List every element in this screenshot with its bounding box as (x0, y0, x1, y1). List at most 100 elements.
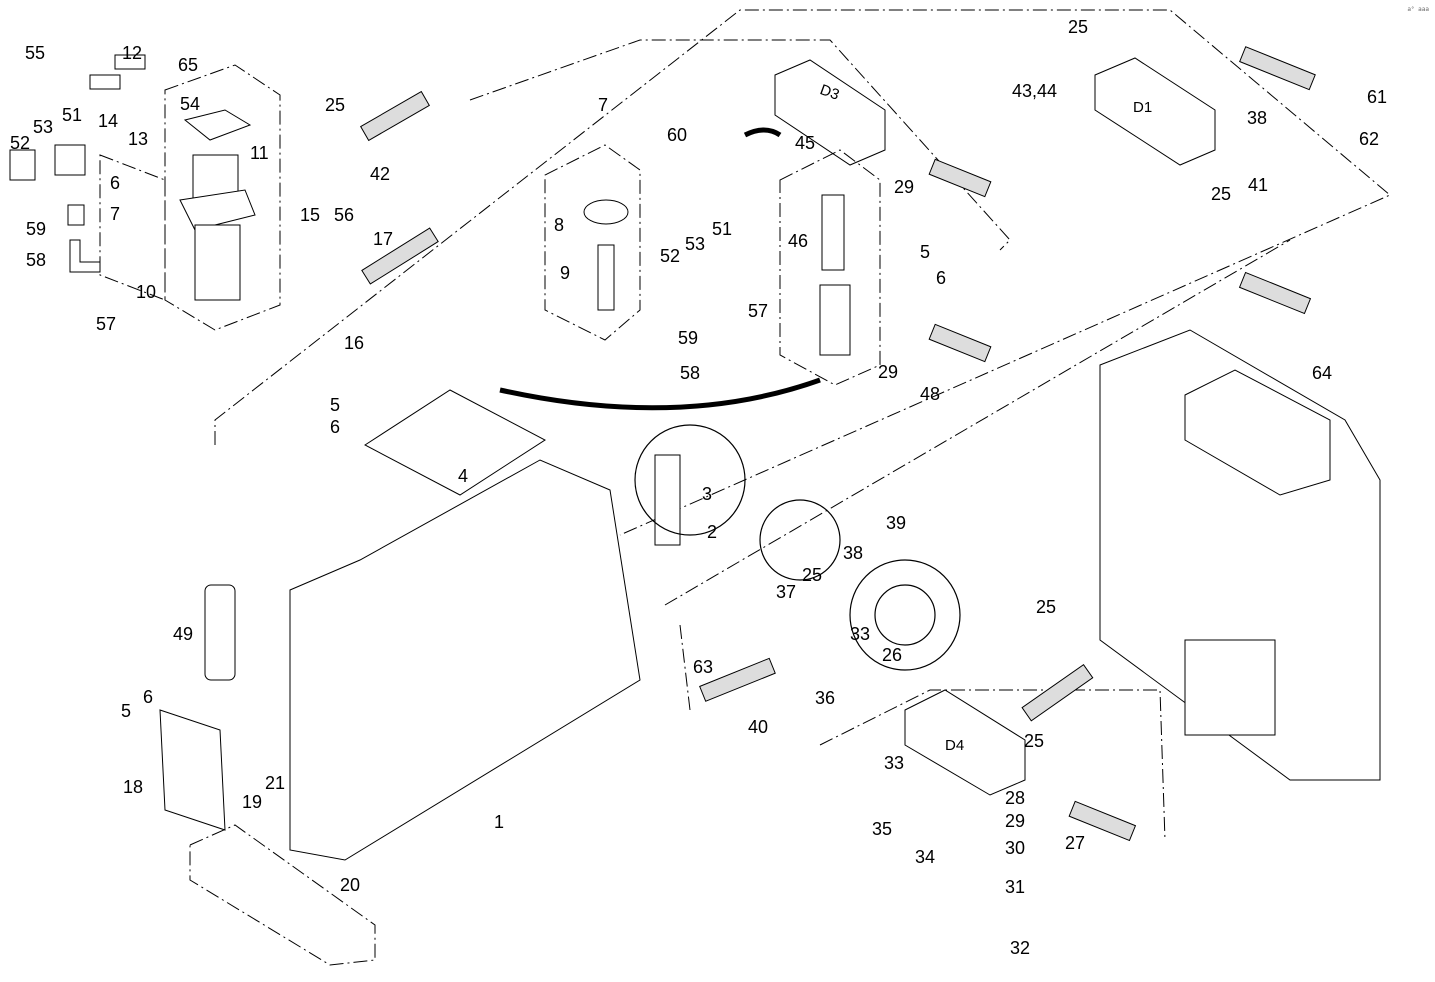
callout-6a: 6 (110, 173, 121, 193)
sealant-cartridge-49 (204, 584, 236, 681)
callout-42: 42 (370, 164, 391, 184)
callout-20: 20 (340, 875, 361, 895)
group-box-10b (99, 154, 166, 301)
callout-34: 34 (915, 847, 936, 867)
hose-17 (361, 227, 439, 285)
group-box-20 (189, 824, 376, 966)
callout-53b: 53 (685, 234, 706, 254)
callout-5b: 5 (330, 395, 341, 415)
callout-52b: 52 (660, 246, 681, 266)
group-box-10 (164, 64, 281, 331)
callout-25c: 25 (1211, 184, 1232, 204)
callout-57b: 57 (748, 301, 769, 321)
callout-56: 56 (334, 205, 355, 225)
return-filter-assembly (9, 54, 281, 331)
block-label-d1: D1 (1133, 99, 1153, 116)
filter-head (179, 189, 256, 231)
solenoid-coil (54, 144, 86, 176)
phantom-line (664, 239, 1291, 606)
oil-cooler (1099, 329, 1381, 781)
strainer-46 (821, 194, 845, 271)
callout-61: 61 (1367, 87, 1388, 107)
callout-39: 39 (886, 513, 907, 533)
distributor-d4 (904, 689, 1026, 796)
distributor-blocks (774, 57, 1216, 796)
watermark-outline (634, 424, 961, 671)
callout-7a: 7 (110, 204, 121, 224)
callout-63: 63 (693, 657, 714, 677)
hose-d1 (1239, 46, 1316, 91)
callout-65: 65 (178, 55, 199, 75)
hose-42 (360, 90, 430, 142)
hose-64 (1238, 271, 1312, 315)
hose-27 (1068, 800, 1137, 842)
callout-64: 64 (1312, 363, 1333, 383)
hydraulic-tank (159, 389, 681, 966)
hose-48 (928, 323, 992, 363)
callout-13: 13 (128, 129, 149, 149)
callout-32: 32 (1010, 938, 1031, 958)
callout-18: 18 (123, 777, 144, 797)
callout-33b: 33 (884, 753, 905, 773)
breather-and-filler (499, 127, 881, 411)
callout-43_44: 43,44 (1012, 81, 1058, 101)
connector-plug (9, 149, 36, 181)
callout-7b: 7 (598, 95, 609, 115)
callout-17: 17 (373, 229, 394, 249)
callout-37: 37 (776, 582, 797, 602)
filler-body (819, 284, 851, 356)
callout-29b: 29 (878, 362, 899, 382)
breather-stem-9 (597, 244, 615, 311)
oil-cooler-element (1184, 639, 1276, 736)
callout-62: 62 (1359, 129, 1380, 149)
callout-3: 3 (702, 484, 713, 504)
callout-30: 30 (1005, 838, 1026, 858)
callout-25a: 25 (325, 95, 346, 115)
breather-cap-8 (583, 199, 629, 225)
hose-40 (699, 657, 776, 702)
callout-27: 27 (1065, 833, 1086, 853)
elbow-fitting (69, 239, 101, 273)
callout-35: 35 (872, 819, 893, 839)
callout-58b: 58 (680, 363, 701, 383)
callout-46: 46 (788, 231, 809, 251)
sensor (89, 74, 121, 90)
callout-5c: 5 (121, 701, 132, 721)
callout-5a: 5 (920, 242, 931, 262)
callout-25f: 25 (1024, 731, 1045, 751)
group-box-7 (544, 144, 641, 341)
callout-6c: 6 (330, 417, 341, 437)
hose-25 (1021, 663, 1094, 722)
callout-52a: 52 (10, 133, 31, 153)
callout-51b: 51 (712, 219, 733, 239)
callout-53a: 53 (33, 117, 54, 137)
corner-stamp: a° aaa (1407, 6, 1429, 13)
callout-58a: 58 (26, 250, 47, 270)
assembly-arrow (499, 377, 821, 411)
cooler-header-tank (1184, 369, 1331, 496)
phantom-line (214, 9, 1391, 536)
callout-36: 36 (815, 688, 836, 708)
callout-60: 60 (667, 125, 688, 145)
callout-12: 12 (122, 43, 143, 63)
callout-38b: 38 (843, 543, 864, 563)
callout-45: 45 (795, 133, 816, 153)
adapter-fitting (67, 204, 85, 226)
callout-57a: 57 (96, 314, 117, 334)
phantom-line (469, 39, 1011, 251)
tank-cover-plate-4 (364, 389, 546, 496)
callout-9: 9 (560, 263, 571, 283)
callout-48: 48 (920, 384, 941, 404)
connection-lines (214, 9, 1391, 841)
callout-51a: 51 (62, 105, 83, 125)
callout-41: 41 (1248, 175, 1269, 195)
distributor-d3 (774, 59, 886, 166)
callout-19: 19 (242, 792, 263, 812)
callout-16: 16 (344, 333, 365, 353)
callout-29a: 29 (894, 177, 915, 197)
callout-6d: 6 (143, 687, 154, 707)
callout-15: 15 (300, 205, 321, 225)
phantom-line (819, 689, 1166, 841)
block-label-d4: D4 (945, 737, 965, 754)
